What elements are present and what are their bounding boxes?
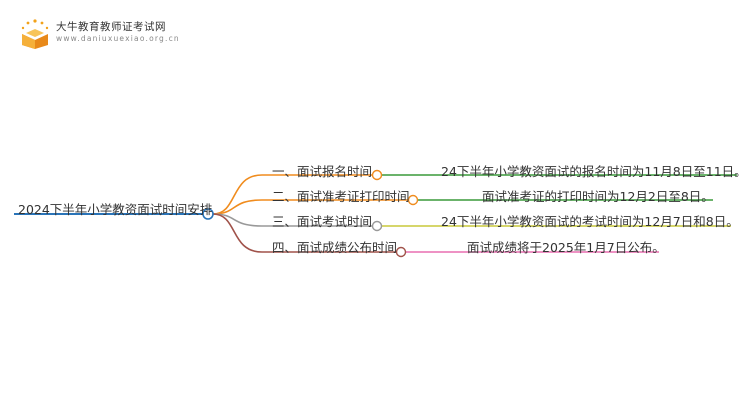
leaf-label-exam: 24下半年小学教资面试的考试时间为12月7日和8日。 bbox=[441, 214, 739, 229]
branch-label-admission-ticket: 二、面试准考证打印时间 bbox=[272, 189, 410, 204]
root-node bbox=[202, 208, 214, 220]
leaf-label-results: 面试成绩将于2025年1月7日公布。 bbox=[467, 240, 665, 255]
book-logo-icon bbox=[21, 19, 49, 49]
root-topic-label: 2024下半年小学教资面试时间安排 bbox=[18, 202, 213, 217]
branch-connector bbox=[212, 174, 263, 215]
branch-node bbox=[371, 220, 383, 232]
site-logo: 大牛教育教师证考试网 www.daniuxuexiao.org.cn bbox=[16, 16, 256, 52]
branch-node bbox=[407, 194, 419, 206]
branch-node bbox=[395, 246, 407, 258]
branch-label-results: 四、面试成绩公布时间 bbox=[272, 240, 398, 255]
branch-connector bbox=[212, 213, 263, 253]
branch-label-exam: 三、面试考试时间 bbox=[272, 214, 373, 229]
branch-label-registration: 一、面试报名时间 bbox=[272, 164, 373, 179]
leaf-label-registration: 24下半年小学教资面试的报名时间为11月8日至11日。 bbox=[441, 164, 747, 179]
logo-url: www.daniuxuexiao.org.cn bbox=[56, 34, 180, 43]
logo-name: 大牛教育教师证考试网 bbox=[56, 21, 166, 33]
branch-node bbox=[371, 169, 383, 181]
leaf-label-admission-ticket: 面试准考证的打印时间为12月2日至8日。 bbox=[482, 189, 714, 204]
